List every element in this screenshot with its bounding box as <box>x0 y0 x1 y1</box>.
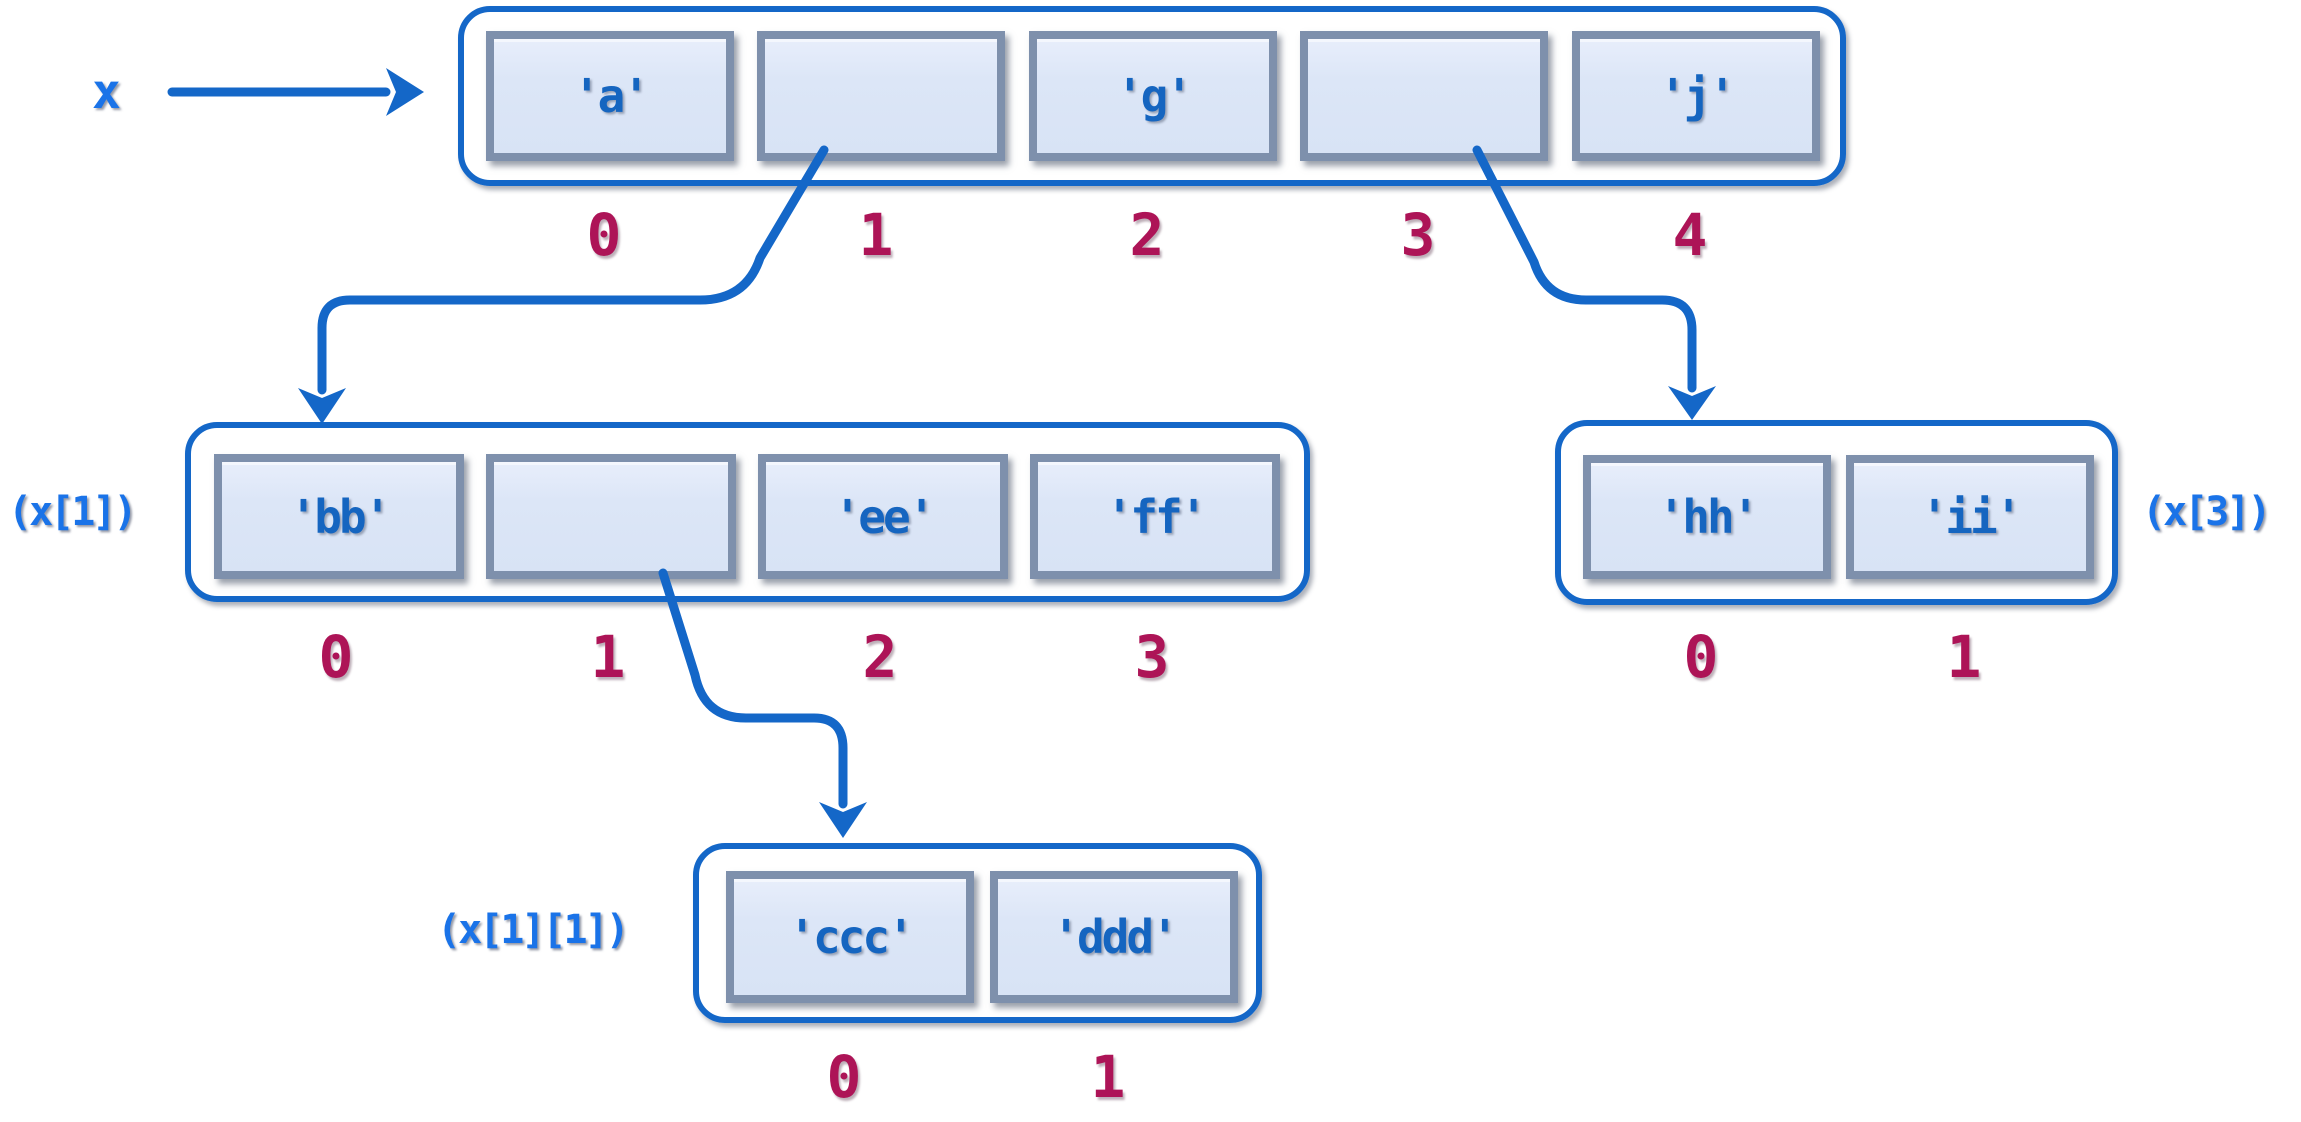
cell-value: 'ii' <box>1920 490 2023 544</box>
index-label: 3 <box>1134 623 1170 691</box>
list-x-cell-3 <box>1300 31 1548 161</box>
list-x1-cell-3: 'ff' <box>1030 454 1280 579</box>
list-x11-cell-0: 'ccc' <box>726 871 974 1003</box>
list-x3-cell-0: 'hh' <box>1583 455 1831 579</box>
variable-label-x: x <box>92 64 121 120</box>
index-label: 0 <box>826 1043 862 1111</box>
index-label: 0 <box>318 623 354 691</box>
index-label: 1 <box>858 201 894 269</box>
cell-value: 'ccc' <box>788 910 914 964</box>
index-label: 4 <box>1672 201 1708 269</box>
arrow-x1cell1-to-sublist-x11 <box>658 568 867 838</box>
cell-value: 'bb' <box>289 489 392 544</box>
arrow-cell1-to-sublist-x1 <box>298 145 829 424</box>
list-x11: 'ccc' 'ddd' <box>693 843 1262 1023</box>
list-x1-cell-2: 'ee' <box>758 454 1008 579</box>
cell-value: 'ee' <box>833 489 936 544</box>
arrow-x-to-list <box>167 68 424 116</box>
sublist-label-x1: (x[1]) <box>8 489 137 535</box>
index-label: 3 <box>1400 201 1436 269</box>
index-label: 2 <box>1129 201 1165 269</box>
cell-value: 'a' <box>572 69 650 123</box>
arrow-cell3-to-sublist-x3 <box>1472 145 1716 420</box>
list-x: 'a' 'g' 'j' <box>458 6 1846 186</box>
list-x1-cell-0: 'bb' <box>214 454 464 579</box>
index-label: 1 <box>1946 623 1982 691</box>
list-x3-cell-1: 'ii' <box>1846 455 2094 579</box>
sublist-label-x11: (x[1][1]) <box>437 907 630 953</box>
cell-value: 'g' <box>1115 69 1193 123</box>
index-label: 1 <box>590 623 626 691</box>
cell-value: 'ddd' <box>1052 910 1178 964</box>
sublist-label-x3: (x[3]) <box>2142 489 2271 535</box>
list-x1-cell-1 <box>486 454 736 579</box>
cell-value: 'hh' <box>1657 490 1760 544</box>
list-x1: 'bb' 'ee' 'ff' <box>185 422 1310 602</box>
index-label: 0 <box>1683 623 1719 691</box>
list-x-cell-1 <box>757 31 1005 161</box>
list-x11-cell-1: 'ddd' <box>990 871 1238 1003</box>
cell-value: 'ff' <box>1105 489 1208 544</box>
list-x-cell-4: 'j' <box>1572 31 1820 161</box>
list-x-cell-0: 'a' <box>486 31 734 161</box>
list-x3: 'hh' 'ii' <box>1555 420 2118 605</box>
index-label: 1 <box>1090 1043 1126 1111</box>
list-x-cell-2: 'g' <box>1029 31 1277 161</box>
cell-value: 'j' <box>1658 69 1736 123</box>
index-label: 2 <box>862 623 898 691</box>
index-label: 0 <box>586 201 622 269</box>
